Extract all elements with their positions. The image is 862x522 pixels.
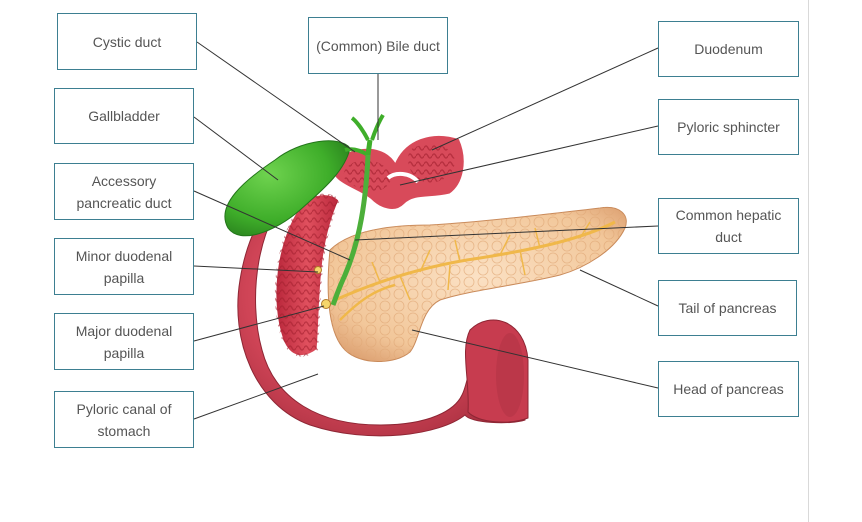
label-cystic-duct-text: Cystic duct	[92, 33, 162, 50]
label-major-duodenal-papilla-text: Major duodenal papilla	[75, 322, 173, 361]
label-head-of-pancreas[interactable]: Head of pancreas	[658, 361, 799, 417]
label-gallbladder[interactable]: Gallbladder	[54, 88, 194, 144]
label-minor-duodenal-papilla-text: Minor duodenal papilla	[75, 247, 173, 286]
label-common-bile-duct[interactable]: (Common) Bile duct	[308, 17, 448, 74]
leader-lines	[193, 41, 659, 420]
label-duodenum[interactable]: Duodenum	[658, 21, 799, 77]
label-minor-duodenal-papilla[interactable]: Minor duodenal papilla	[54, 238, 194, 295]
label-tail-of-pancreas[interactable]: Tail of pancreas	[658, 280, 797, 336]
label-pyloric-sphincter-text: Pyloric sphincter	[677, 119, 780, 135]
gallbladder-shape	[224, 140, 351, 237]
label-common-bile-duct-text: (Common) Bile duct	[316, 37, 440, 54]
label-accessory-pancreatic-duct[interactable]: Accessory pancreatic duct	[54, 163, 194, 220]
label-major-duodenal-papilla[interactable]: Major duodenal papilla	[54, 313, 194, 370]
label-cystic-duct[interactable]: Cystic duct	[57, 13, 197, 70]
pylorus-shape	[328, 133, 467, 212]
right-divider	[808, 0, 809, 522]
label-common-hepatic-duct[interactable]: Common hepatic duct	[658, 198, 799, 254]
label-accessory-pancreatic-duct-text: Accessory pancreatic duct	[76, 172, 172, 211]
label-common-hepatic-duct-text: Common hepatic duct	[675, 207, 782, 245]
label-duodenum-text: Duodenum	[694, 41, 763, 57]
pancreas-shape	[327, 206, 627, 362]
label-pyloric-canal[interactable]: Pyloric canal of stomach	[54, 391, 194, 448]
label-pyloric-canal-text: Pyloric canal of stomach	[76, 400, 172, 439]
label-gallbladder-text: Gallbladder	[88, 108, 160, 124]
label-head-of-pancreas-text: Head of pancreas	[673, 381, 784, 397]
duodenum-shape	[237, 179, 529, 437]
label-pyloric-sphincter[interactable]: Pyloric sphincter	[658, 99, 799, 155]
label-tail-of-pancreas-text: Tail of pancreas	[678, 300, 777, 316]
